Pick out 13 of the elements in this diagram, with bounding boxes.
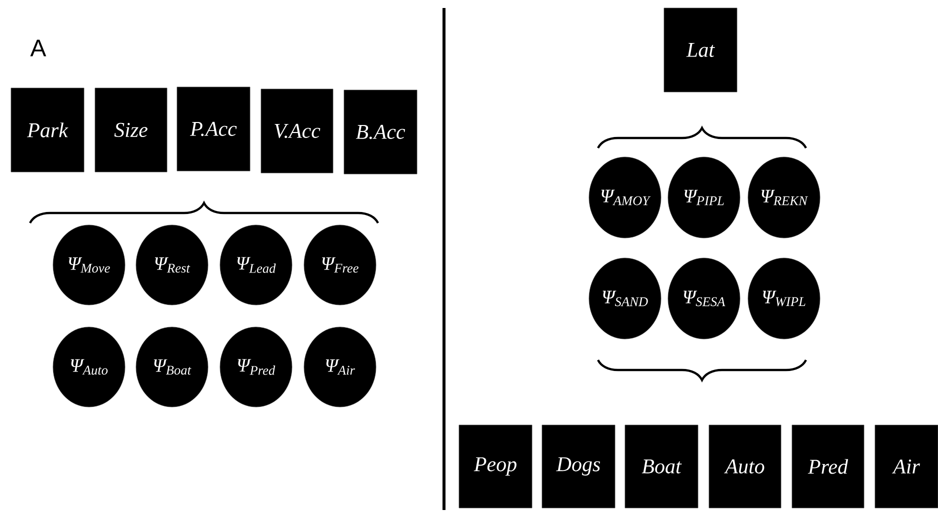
variable-box: Auto	[708, 424, 782, 508]
variable-box: Pred	[792, 424, 864, 508]
panel-letter: A	[30, 40, 46, 56]
variable-box: Dogs	[542, 424, 616, 508]
variable-box: Lat	[664, 8, 738, 92]
variable-box: P.Acc	[176, 86, 250, 172]
variable-box: B.Acc	[344, 90, 418, 174]
variable-box: Peop	[458, 424, 532, 508]
variable-box: Boat	[624, 424, 698, 508]
variable-box: Size	[94, 88, 168, 172]
variable-box: V.Acc	[260, 88, 334, 174]
variable-box: Air	[874, 424, 938, 508]
variable-box: Park	[10, 88, 84, 172]
